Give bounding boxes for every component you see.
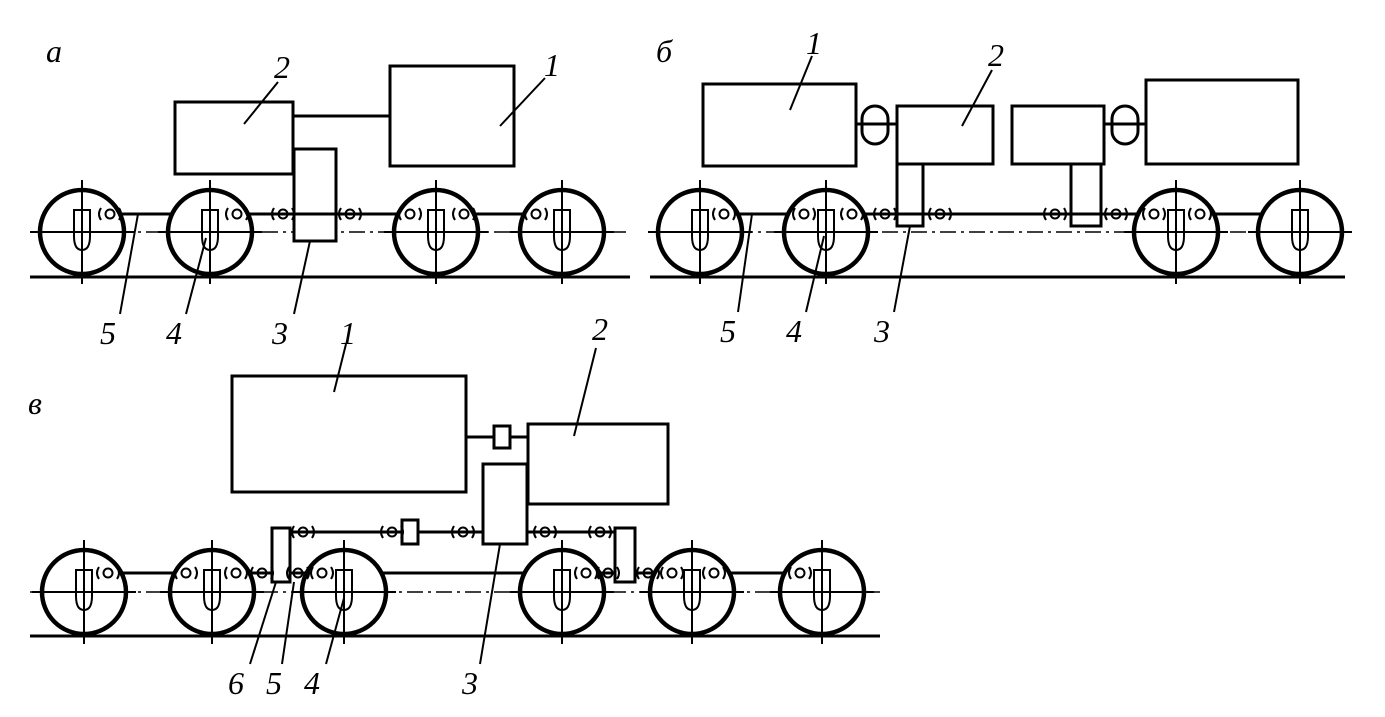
- callout-5: 5: [720, 313, 736, 349]
- leader-line: [119, 213, 139, 315]
- wheel: [510, 540, 614, 644]
- leader-line: [293, 240, 311, 315]
- leader-line: [249, 581, 277, 665]
- leader-line: [805, 235, 825, 313]
- callout-4: 4: [304, 665, 320, 701]
- wheel: [158, 180, 262, 284]
- wheel: [1124, 180, 1228, 284]
- callout-1: 1: [806, 25, 822, 61]
- coupling: [492, 424, 512, 450]
- axle-gearbox-block: [270, 526, 292, 584]
- wheel: [774, 180, 878, 284]
- gearbox-block: [526, 422, 670, 506]
- callout-4: 4: [166, 315, 182, 351]
- leader-line: [479, 543, 501, 665]
- wheel: [510, 180, 614, 284]
- callout-5: 5: [266, 665, 282, 701]
- panel-b-letter: б: [656, 33, 673, 69]
- engine-block: [230, 374, 468, 494]
- wheel: [770, 540, 874, 644]
- callout-2: 2: [592, 311, 608, 347]
- leader-line: [961, 69, 993, 127]
- transfer-gearbox-block: [481, 462, 529, 546]
- callout-3: 3: [873, 313, 890, 349]
- wheel: [30, 180, 134, 284]
- leader-line: [333, 343, 347, 393]
- gearbox-block: [1010, 104, 1106, 166]
- panel-v-letter: в: [28, 385, 42, 421]
- callout-4: 4: [786, 313, 802, 349]
- callout-5: 5: [100, 315, 116, 351]
- engine-block: [1144, 78, 1300, 166]
- callout-1: 1: [544, 47, 560, 83]
- axle-gearbox-block: [895, 162, 925, 228]
- wheel: [384, 180, 488, 284]
- leader-line: [185, 237, 207, 315]
- leader-line: [573, 347, 597, 437]
- callout-6: 6: [228, 665, 244, 701]
- leader-line: [325, 597, 345, 665]
- callout-3: 3: [461, 665, 478, 701]
- engine-block: [701, 82, 858, 168]
- wheel: [648, 180, 752, 284]
- leader-line: [893, 225, 911, 313]
- callout-2: 2: [274, 49, 290, 85]
- wheel: [32, 540, 136, 644]
- callout-2: 2: [988, 37, 1004, 73]
- axle-gearbox-block: [613, 526, 637, 584]
- panel-b: б 1 2 3 4 5: [648, 25, 1352, 349]
- leader-line: [737, 213, 753, 313]
- panel-a: а 1 2 3 4 5: [30, 33, 630, 351]
- leader-line: [281, 581, 295, 665]
- leader-line: [789, 55, 813, 111]
- panel-v: в: [28, 311, 880, 701]
- callout-1: 1: [340, 315, 356, 351]
- wheel: [640, 540, 744, 644]
- axle-gearbox-block: [1069, 162, 1103, 228]
- panel-a-letter: а: [46, 33, 62, 69]
- leader-line: [499, 77, 546, 127]
- coupling: [400, 518, 420, 546]
- wheel: [160, 540, 264, 644]
- gearbox-block: [173, 100, 295, 176]
- axle-gearbox-block: [292, 147, 338, 243]
- gearbox-block: [895, 104, 995, 166]
- callout-3: 3: [271, 315, 288, 351]
- wheel: [292, 540, 396, 644]
- wheel: [1248, 180, 1352, 284]
- engine-block: [388, 64, 516, 168]
- leader-line: [243, 81, 279, 125]
